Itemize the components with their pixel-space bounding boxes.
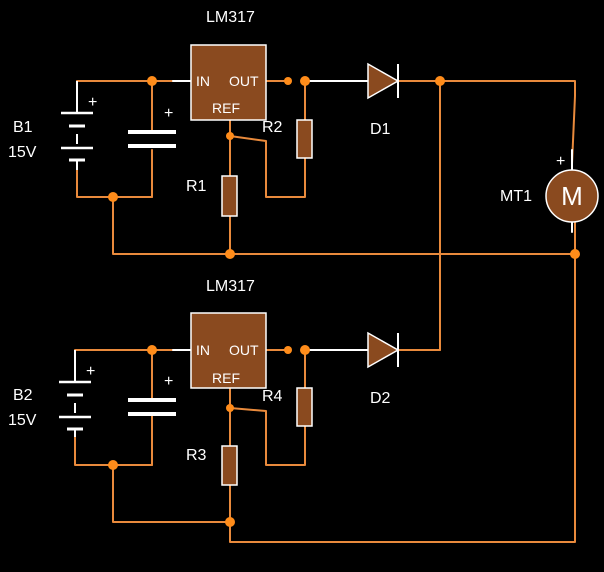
wire-ground-rail-1	[112, 196, 576, 255]
junction-dot	[284, 346, 292, 354]
junction-dot	[435, 76, 445, 86]
battery-b2-voltage: 15V	[8, 412, 37, 429]
diode-d2-triangle	[367, 331, 400, 369]
motor-mt1-plus: +	[556, 153, 565, 170]
resistor-r3: R3	[186, 445, 238, 486]
capacitor-c2: +	[128, 373, 176, 416]
battery-b2: + B2 15V	[8, 350, 95, 437]
junction-dot	[570, 249, 580, 259]
regulator-u1-ref-pin: REF	[212, 100, 240, 116]
regulator-u1-in-pin: IN	[196, 73, 210, 89]
resistor-r1-body	[221, 175, 238, 217]
resistor-r4-body	[296, 387, 313, 427]
junction-dot	[225, 249, 235, 259]
diode-d2: D2	[367, 331, 400, 407]
wire-ground-rail-2	[112, 253, 576, 543]
junction-dot	[108, 460, 118, 470]
battery-b2-plus: +	[86, 363, 95, 380]
regulator-u1-out-pin: OUT	[229, 73, 259, 89]
junction-dot	[108, 192, 118, 202]
wire-b1-minus	[76, 162, 153, 198]
junction-dot	[147, 76, 157, 86]
resistor-r4-label: R4	[262, 388, 283, 405]
junction-dot	[226, 132, 234, 140]
battery-b2-name: B2	[13, 387, 33, 404]
junction-dot	[147, 345, 157, 355]
motor-mt1: M + MT1	[500, 153, 599, 223]
wire-d1-to-motor	[397, 80, 576, 165]
junction-dot	[300, 76, 310, 86]
diode-d1-label: D1	[370, 121, 391, 138]
resistor-r4: R4	[262, 387, 313, 427]
regulator-u1: LM317 IN OUT REF	[190, 9, 267, 121]
regulator-u2-ref-pin: REF	[212, 370, 240, 386]
regulator-u2: LM317 IN OUT REF	[190, 278, 267, 389]
wire-r2-bottom-to-ref	[229, 135, 306, 198]
diode-d1-triangle	[367, 62, 400, 100]
resistor-r1-label: R1	[186, 178, 207, 195]
regulator-u2-label: LM317	[206, 278, 255, 295]
diode-d1: D1	[367, 62, 400, 138]
wire-b2-minus	[74, 431, 153, 466]
capacitor-c1: +	[128, 105, 176, 148]
wires	[74, 80, 576, 543]
resistor-r3-label: R3	[186, 447, 207, 464]
battery-b1-plus: +	[88, 94, 97, 111]
capacitor-c1-plus: +	[164, 105, 173, 122]
resistor-r3-body	[221, 445, 238, 486]
capacitor-c2-plus: +	[164, 373, 173, 390]
junctions	[108, 76, 580, 527]
battery-b1-name: B1	[13, 119, 33, 136]
resistor-r2-body	[296, 119, 313, 159]
battery-b1-voltage: 15V	[8, 144, 37, 161]
wire-r4-bottom-to-ref	[229, 407, 306, 466]
junction-dot	[284, 77, 292, 85]
battery-b1: + B1 15V	[8, 81, 97, 170]
regulator-u1-body	[190, 44, 267, 121]
junction-dot	[225, 517, 235, 527]
regulator-u1-label: LM317	[206, 9, 255, 26]
junction-dot	[226, 404, 234, 412]
regulator-u2-out-pin: OUT	[229, 342, 259, 358]
motor-mt1-symbol: M	[561, 181, 583, 211]
motor-mt1-name: MT1	[500, 188, 532, 205]
resistor-r1: R1	[186, 175, 238, 217]
resistor-r2-label: R2	[262, 119, 283, 136]
motor-mt1-body	[545, 169, 599, 223]
regulator-u2-in-pin: IN	[196, 342, 210, 358]
diode-d2-label: D2	[370, 390, 391, 407]
junction-dot	[300, 345, 310, 355]
resistor-r2: R2	[262, 119, 313, 159]
regulator-u2-body	[190, 312, 267, 389]
